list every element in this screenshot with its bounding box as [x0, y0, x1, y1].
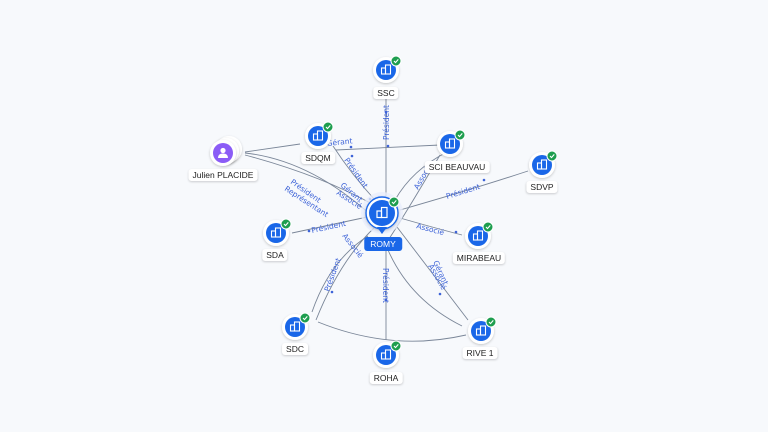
node-rive-1[interactable]	[468, 316, 497, 344]
node-label-mirabeau: MIRABEAU	[452, 252, 506, 264]
node-roha[interactable]	[373, 340, 402, 368]
node-label-rive-1: RIVE 1	[462, 347, 498, 359]
pin-pointer	[377, 227, 387, 234]
person-icon	[218, 147, 228, 158]
edge-label-person-sdqm: Gérant	[326, 136, 353, 148]
edge-label-mirabeau: Associé	[415, 221, 445, 237]
check-badge-icon	[299, 312, 311, 324]
node-sdqm[interactable]	[305, 121, 334, 149]
edges	[244, 92, 529, 342]
edge-label-sdc: Président	[322, 257, 342, 293]
building-icon	[444, 138, 456, 149]
node-label-roha: ROHA	[369, 372, 403, 384]
edge-arrows	[307, 110, 486, 302]
edge-sdqm-2	[335, 144, 441, 151]
check-badge-icon	[280, 218, 292, 230]
node-mirabeau[interactable]	[465, 221, 494, 249]
node-sdc[interactable]	[282, 312, 311, 340]
check-badge-icon	[390, 340, 402, 352]
node-sda[interactable]	[263, 218, 292, 246]
node-julien-placide[interactable]	[210, 136, 242, 166]
center-node-label: ROMY	[364, 237, 402, 251]
node-sci-beauvau[interactable]	[437, 129, 466, 157]
edge-sdc-2	[311, 235, 369, 313]
edge-sdvp	[399, 170, 529, 211]
edge-sdc	[315, 225, 377, 321]
check-badge-icon	[454, 129, 466, 141]
edge-rive	[396, 226, 469, 321]
edge-rive-2	[387, 249, 463, 327]
edge-person-2	[244, 152, 373, 217]
building-icon	[270, 227, 282, 238]
edge-label-sdvp: Président	[445, 182, 481, 201]
edge-sci	[394, 151, 448, 201]
node-romy-center[interactable]	[361, 192, 403, 234]
edge-label-sda: Président	[311, 219, 347, 235]
building-icon	[380, 64, 392, 75]
node-label-sda: SDA	[262, 249, 288, 261]
edge-person-3	[244, 143, 301, 153]
check-badge-icon	[390, 55, 402, 67]
node-label-sdvp: SDVP	[526, 181, 558, 193]
edge-sdc-rive	[317, 321, 467, 342]
building-icon	[472, 230, 484, 241]
check-badge-icon	[546, 150, 558, 162]
edge-sda	[291, 215, 373, 234]
building-icon	[312, 130, 324, 141]
building-icon	[380, 349, 392, 360]
node-ssc[interactable]	[373, 55, 402, 83]
building-icon	[376, 206, 388, 219]
edge-mirabeau	[399, 217, 463, 236]
check-badge-icon	[482, 221, 494, 233]
node-label-sdqm: SDQM	[301, 152, 335, 164]
check-badge-icon	[322, 121, 334, 133]
node-label-sci-beauvau: SCI BEAUVAU	[424, 161, 490, 173]
node-label-julien-placide: Julien PLACIDE	[188, 169, 258, 181]
edge-person	[244, 154, 375, 206]
edge-label-roha: Président	[381, 268, 390, 303]
node-label-ssc: SSC	[373, 87, 399, 99]
check-badge-icon	[388, 196, 400, 208]
node-label-sdc: SDC	[282, 343, 308, 355]
node-sdvp[interactable]	[529, 150, 558, 178]
check-badge-icon	[485, 316, 497, 328]
building-icon	[475, 325, 487, 336]
edge-label-ssc: Président	[382, 105, 391, 140]
building-icon	[536, 159, 548, 170]
building-icon	[289, 321, 301, 332]
